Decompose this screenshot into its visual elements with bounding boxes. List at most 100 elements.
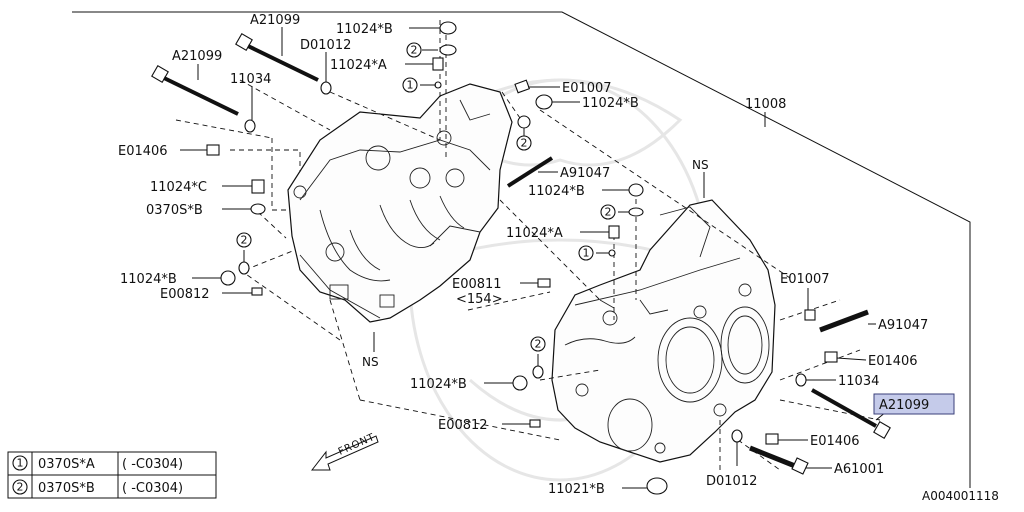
label-11024a-mid[interactable]: 11024*A bbox=[506, 226, 563, 241]
oring-1-mid bbox=[608, 249, 616, 257]
plug-11024b-mid bbox=[628, 183, 644, 197]
leader-lines bbox=[180, 27, 887, 489]
oring-top bbox=[439, 44, 457, 56]
label-a21099-highlight[interactable]: A21099 bbox=[879, 398, 929, 413]
callout-2-right bbox=[516, 135, 532, 151]
pin-e01007-right bbox=[804, 309, 816, 321]
plug-11024c bbox=[251, 179, 265, 194]
label-d01012-bottom[interactable]: D01012 bbox=[706, 474, 757, 489]
label-11008[interactable]: 11008 bbox=[745, 97, 786, 112]
label-0370sb-left[interactable]: 0370S*B bbox=[146, 203, 203, 218]
callout-circles: 2 1 2 2 2 1 2 bbox=[236, 42, 616, 352]
svg-text:1: 1 bbox=[583, 247, 590, 260]
highlight-box-a21099[interactable] bbox=[873, 393, 955, 415]
plug-11024b-right-top bbox=[535, 94, 553, 110]
label-e00812-bottom[interactable]: E00812 bbox=[438, 418, 488, 433]
right-cylinder-block bbox=[551, 199, 776, 463]
long-bolt-top bbox=[235, 33, 319, 82]
pin-e01007-top bbox=[514, 79, 531, 94]
front-arrow: FRONT bbox=[310, 432, 379, 471]
svg-text:2: 2 bbox=[411, 44, 418, 57]
legend-part-2[interactable]: 0370S*B bbox=[38, 481, 95, 496]
plug-top bbox=[439, 21, 457, 35]
label-a21099-top[interactable]: A21099 bbox=[250, 13, 300, 28]
plug-11021b bbox=[646, 477, 668, 495]
pin-e00812-left bbox=[251, 287, 263, 296]
svg-text:2: 2 bbox=[535, 338, 542, 351]
label-11024b-right-top[interactable]: 11024*B bbox=[582, 96, 639, 111]
label-11034-right[interactable]: 11034 bbox=[838, 374, 879, 389]
svg-text:1: 1 bbox=[407, 79, 414, 92]
legend-range-2: ( -C0304) bbox=[122, 481, 183, 496]
legend-range-1: ( -C0304) bbox=[122, 457, 183, 472]
dowel-e01406-right bbox=[824, 351, 838, 363]
ns-mark-right: NS bbox=[692, 158, 709, 172]
legend-mark-1 bbox=[12, 455, 28, 471]
label-d01012-top[interactable]: D01012 bbox=[300, 38, 351, 53]
callout-1-mid bbox=[578, 245, 594, 261]
label-11024b-top[interactable]: 11024*B bbox=[336, 22, 393, 37]
stud-a91047-mid bbox=[506, 156, 554, 188]
oring-2-lower bbox=[532, 365, 544, 379]
legend-table: 1 0370S*A ( -C0304) 2 0370S*B ( -C0304) bbox=[7, 451, 217, 499]
label-e00811-sub: <154> bbox=[456, 292, 503, 307]
svg-text:1: 1 bbox=[17, 457, 24, 470]
label-11024b-mid[interactable]: 11024*B bbox=[528, 184, 585, 199]
oring-0370sb bbox=[250, 203, 266, 215]
svg-text:2: 2 bbox=[241, 234, 248, 247]
stud-a91047-right bbox=[819, 309, 869, 333]
svg-text:2: 2 bbox=[521, 137, 528, 150]
ns-mark-left: NS bbox=[362, 355, 379, 369]
label-e01007-right[interactable]: E01007 bbox=[780, 272, 830, 287]
bolt-head-right bbox=[873, 421, 891, 439]
label-e01406-bottom[interactable]: E01406 bbox=[810, 434, 860, 449]
dowel-e01406-left bbox=[206, 144, 220, 156]
label-e01007-top[interactable]: E01007 bbox=[562, 81, 612, 96]
long-bolt-right bbox=[811, 388, 877, 428]
label-a21099-left[interactable]: A21099 bbox=[172, 49, 222, 64]
washer-d01012-bottom bbox=[731, 429, 743, 443]
label-a91047-right[interactable]: A91047 bbox=[878, 318, 928, 333]
svg-text:2: 2 bbox=[605, 206, 612, 219]
callout-2-top bbox=[406, 42, 422, 58]
left-cylinder-block bbox=[287, 83, 513, 323]
pin-e00812-bottom bbox=[529, 419, 541, 428]
figure-code: A004001118 bbox=[922, 489, 999, 503]
plug-11024a-mid bbox=[608, 225, 620, 239]
label-11034-left[interactable]: 11034 bbox=[230, 72, 271, 87]
oring-2-mid bbox=[628, 207, 644, 217]
part-labels: A21099 D01012 11024*B 11024*A A21099 110… bbox=[118, 13, 999, 503]
svg-text:2: 2 bbox=[17, 481, 24, 494]
washer-11034-right bbox=[795, 373, 807, 387]
washer-11034-left bbox=[244, 119, 256, 133]
label-a91047-mid[interactable]: A91047 bbox=[560, 166, 610, 181]
label-11024a-top[interactable]: 11024*A bbox=[330, 58, 387, 73]
label-e00812-left[interactable]: E00812 bbox=[160, 287, 210, 302]
label-e00811[interactable]: E00811 bbox=[452, 277, 502, 292]
callout-1-top bbox=[402, 77, 418, 93]
oring-2-right bbox=[517, 115, 531, 129]
label-a61001[interactable]: A61001 bbox=[834, 462, 884, 477]
plug-11024a-top bbox=[432, 57, 444, 71]
bolt-a61001 bbox=[749, 445, 796, 469]
label-e01406-right[interactable]: E01406 bbox=[868, 354, 918, 369]
legend-mark-2 bbox=[12, 479, 28, 495]
pin-e00811 bbox=[537, 278, 551, 288]
label-e01406-left[interactable]: E01406 bbox=[118, 144, 168, 159]
plug-11024b-bottom bbox=[512, 375, 528, 391]
callout-2-lower bbox=[530, 336, 546, 352]
label-11024b-bottom[interactable]: 11024*B bbox=[410, 377, 467, 392]
small-parts bbox=[151, 21, 891, 495]
oring-2-left bbox=[238, 261, 250, 275]
assembly-bracket bbox=[72, 11, 971, 488]
bolt-head-a61001 bbox=[791, 457, 809, 475]
legend-part-1[interactable]: 0370S*A bbox=[38, 457, 95, 472]
washer-d01012-top bbox=[320, 81, 332, 95]
plug-11024b-left-bottom bbox=[220, 270, 236, 286]
dowel-e01406-bottom bbox=[765, 433, 779, 445]
callout-2-left bbox=[236, 232, 252, 248]
label-11024b-left-bottom[interactable]: 11024*B bbox=[120, 272, 177, 287]
label-11024c[interactable]: 11024*C bbox=[150, 180, 207, 195]
label-11021b[interactable]: 11021*B bbox=[548, 482, 605, 497]
